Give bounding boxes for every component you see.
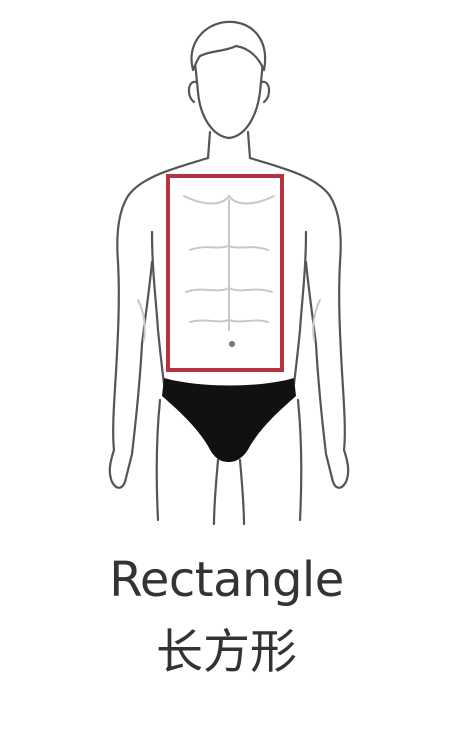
left-torso: [150, 230, 166, 386]
right-leg: [238, 398, 303, 526]
neck: [206, 130, 252, 160]
male-figure-outline: [108, 20, 350, 526]
shape-name-chinese: 长方形: [156, 625, 297, 680]
muscle-lines: [137, 194, 321, 341]
right-ear: [260, 80, 271, 104]
briefs: [162, 378, 296, 462]
body-shape-figure: [108, 20, 350, 526]
rectangle-shape-highlight: [166, 174, 284, 372]
right-side: [248, 156, 350, 489]
left-leg: [155, 398, 220, 526]
left-side: [108, 156, 210, 489]
navel: [229, 341, 235, 347]
shape-name-english: Rectangle: [109, 552, 344, 608]
right-torso: [292, 230, 308, 386]
left-ear: [187, 80, 198, 104]
hair: [190, 20, 267, 72]
